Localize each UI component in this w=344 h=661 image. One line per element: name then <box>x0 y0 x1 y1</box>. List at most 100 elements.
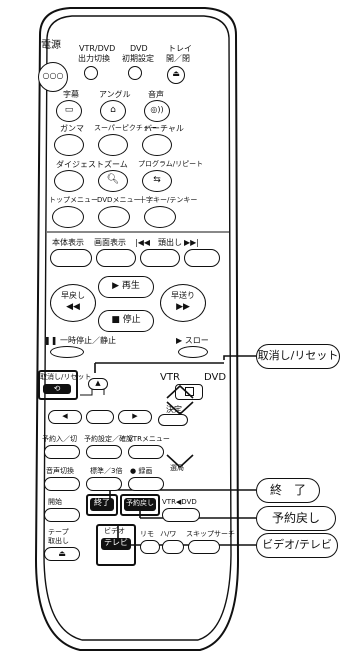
vtr-menu-label: VTRメニュー <box>128 435 170 443</box>
zoom-label: ズーム <box>104 160 128 169</box>
enter-label: 決定 <box>166 405 182 414</box>
fast-forward-button[interactable]: 早送り ▶▶ <box>160 284 206 322</box>
pause-button[interactable] <box>50 346 84 358</box>
remain-button[interactable] <box>140 540 160 554</box>
skip-prev-button[interactable] <box>140 249 180 267</box>
video-tv-top-label: ビデオ <box>104 527 125 535</box>
stop-button[interactable]: ■ 停止 <box>98 310 154 332</box>
std-triple-label: 標準／3倍 <box>90 467 123 475</box>
reservation-onoff-label: 予約入／切 <box>42 435 77 443</box>
up-arrow-button[interactable]: ▲ <box>88 378 108 390</box>
initial-settings-label: 初期設定 <box>122 54 154 63</box>
index-button[interactable] <box>162 540 184 554</box>
slow-button[interactable] <box>178 346 208 358</box>
subtitle-button[interactable]: ▭ <box>56 100 82 122</box>
subtitle-icon: ▭ <box>64 105 74 115</box>
skip-search-button[interactable] <box>188 540 220 554</box>
zoom-button[interactable]: 🔍︎ <box>98 170 128 192</box>
video-tv-button[interactable]: テレビ <box>101 538 131 550</box>
reservation-return-highlight <box>120 494 160 516</box>
start-label: 開始 <box>48 498 62 506</box>
video-tv-highlight <box>96 524 136 566</box>
initial-settings-button[interactable] <box>128 66 142 80</box>
repeat-icon: ⇆ <box>153 175 161 185</box>
cancel-reset-button[interactable]: ⟲ <box>43 384 71 394</box>
program-repeat-label: プログラム/リピート <box>138 160 204 168</box>
channel-label: 選局 <box>170 464 184 472</box>
skip-next-button[interactable] <box>184 249 220 267</box>
ten-key-label: 十字キー/テンキー <box>139 196 198 204</box>
camera-icon: ⌂ <box>110 105 116 115</box>
vtr-dvd-switch-button[interactable] <box>84 66 98 80</box>
fast-forward-icon: ▶▶ <box>176 302 190 312</box>
right-arrow-button[interactable]: ▶ <box>118 410 152 424</box>
rewind-button[interactable]: 早戻し ◀◀ <box>50 284 96 322</box>
left-arrow-button[interactable]: ◀ <box>48 410 82 424</box>
tape-label: テープ <box>48 528 69 536</box>
audio-button[interactable]: ◎)) <box>144 100 170 122</box>
rewind-label: 早戻し <box>61 291 85 300</box>
open-close-label: 開／閉 <box>166 54 190 63</box>
ten-key-button[interactable] <box>144 206 176 228</box>
vtr-label: VTR <box>160 372 180 383</box>
vtr-dvd-switch[interactable] <box>175 384 203 400</box>
eject-tray-button[interactable]: ⏏ <box>167 66 185 84</box>
cancel-reset-callout: 取消し/リセット <box>256 344 340 369</box>
cancel-reset-highlight <box>38 370 78 400</box>
output-switch-label: 出力切換 <box>78 54 110 63</box>
skip-search-label: スキップサーチ <box>186 530 235 538</box>
eject-label: 取出し <box>48 537 69 545</box>
super-picture-button[interactable] <box>98 134 128 156</box>
pause-label: ❚❚ 一時停止／静止 <box>44 336 116 345</box>
reservation-onoff-button[interactable] <box>44 445 80 459</box>
vtr-to-dvd-label: VTR◀DVD <box>162 498 197 506</box>
dvd-label: DVD <box>130 44 148 53</box>
digest-button[interactable] <box>54 170 84 192</box>
angle-button[interactable]: ⌂ <box>100 100 126 122</box>
audio-switch-button[interactable] <box>44 477 80 491</box>
screen-display-label: 画面表示 <box>94 238 126 247</box>
unit-display-button[interactable] <box>50 249 92 267</box>
reservation-return-callout: 予約戻し <box>256 506 336 531</box>
end-callout: 終 了 <box>256 478 320 503</box>
switch-knob <box>185 387 194 396</box>
angle-label: アングル <box>99 90 131 99</box>
reservation-return-button[interactable]: 予約戻し <box>124 498 156 511</box>
super-picture-label: スーパーピクチャー <box>94 124 157 132</box>
gamma-button[interactable] <box>54 134 84 156</box>
select-button[interactable] <box>86 410 114 424</box>
top-menu-label: トップメニュー <box>49 196 98 204</box>
unit-display-label: 本体表示 <box>52 238 84 247</box>
vtr-menu-button[interactable] <box>128 445 164 459</box>
tape-eject-button[interactable]: ⏏ <box>44 547 80 561</box>
digest-label: ダイジェスト <box>56 160 104 169</box>
top-menu-button[interactable] <box>52 206 84 228</box>
enter-button[interactable] <box>158 414 188 426</box>
end-button[interactable]: 終了 <box>90 498 114 511</box>
reservation-set-button[interactable] <box>86 445 122 459</box>
vtr-dvd-label: VTR/DVD <box>79 44 116 53</box>
dvd-menu-button[interactable] <box>98 206 130 228</box>
skip-next-label: ▶▶| <box>184 238 199 247</box>
tray-label: トレイ <box>168 44 192 53</box>
sound-icon: ◎)) <box>150 105 164 114</box>
record-button[interactable] <box>128 477 164 491</box>
ff-label: 早送り <box>171 291 195 300</box>
cue-label: 頭出し <box>158 238 182 247</box>
vtr-to-dvd-button[interactable] <box>162 508 200 522</box>
audio-label: 音声 <box>148 90 164 99</box>
remain-label: リモ <box>140 530 154 538</box>
virtual-button[interactable] <box>142 134 172 156</box>
program-repeat-button[interactable]: ⇆ <box>142 170 172 192</box>
power-button[interactable]: ○○○ <box>38 62 68 92</box>
cancel-reset-label: 取消し/リセット <box>40 373 92 381</box>
std-triple-button[interactable] <box>86 477 122 491</box>
dvd-mode-label: DVD <box>204 372 227 383</box>
start-button[interactable] <box>44 508 80 522</box>
play-button[interactable]: ▶ 再生 <box>98 276 154 298</box>
slow-label: ▶ スロー <box>176 336 209 345</box>
screen-display-button[interactable] <box>96 249 136 267</box>
end-highlight <box>86 494 118 516</box>
